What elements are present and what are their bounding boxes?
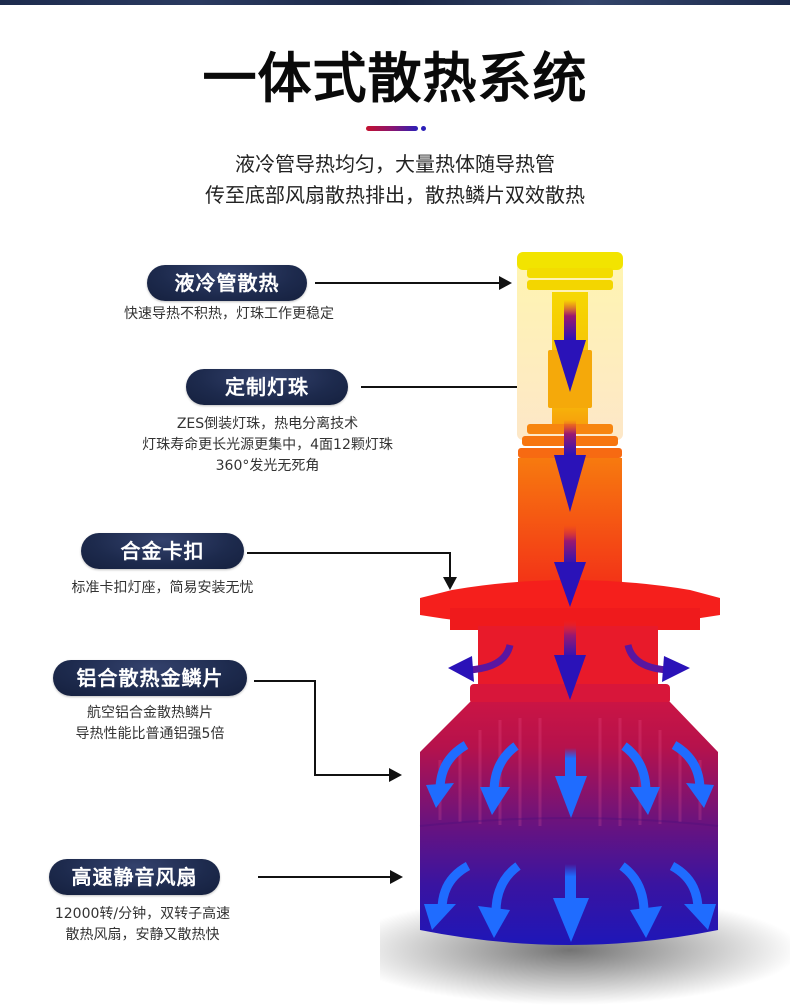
- airflow-arrow-icon: [555, 748, 587, 818]
- airflow-arrow-icon: [621, 742, 660, 815]
- top-banner-strip: [0, 0, 790, 5]
- subtitle-line-1: 液冷管导热均匀，大量热体随导热管: [235, 152, 555, 176]
- airflow-arrow-icon: [619, 862, 662, 938]
- feature-label-pill: 高速静音风扇: [49, 859, 220, 895]
- feature-desc: 12000转/分钟，双转子高速: [54, 906, 231, 922]
- heat-flow-arrow-icon: [554, 525, 586, 607]
- heat-flow-arrow-icon: [624, 643, 690, 682]
- callout-arrow-icon: [443, 577, 457, 590]
- heat-flow-arrow-icon: [554, 300, 586, 392]
- feature-desc: 快速导热不积热，灯珠工作更稳定: [124, 306, 334, 322]
- callout-line: [314, 680, 316, 775]
- feature-desc: 360°发光无死角: [215, 458, 320, 474]
- callout-line: [247, 552, 450, 554]
- callout-line: [361, 386, 536, 388]
- callout-line: [314, 774, 390, 776]
- page-title: 一体式散热系统: [202, 47, 588, 110]
- callout-line: [315, 282, 500, 284]
- feature-label-pill: 合金卡扣: [81, 533, 244, 569]
- feature-label-pill: 液冷管散热: [147, 265, 307, 301]
- airflow-arrow-icon: [480, 742, 519, 815]
- title-underline-dot: [421, 126, 426, 131]
- heat-flow-arrow-icon: [448, 643, 514, 682]
- feature-label-pill: 定制灯珠: [186, 369, 348, 405]
- callout-arrow-icon: [499, 276, 512, 290]
- airflow-arrow-icon: [426, 741, 469, 808]
- feature-label-pill: 铝合散热金鳞片: [53, 660, 247, 696]
- feature-desc: ZES倒装灯珠，热电分离技术: [176, 416, 359, 432]
- subtitle-line-2: 传至底部风扇散热排出，散热鳞片双效散热: [205, 183, 585, 207]
- callout-line: [258, 876, 391, 878]
- heat-flow-arrow-icon: [554, 620, 586, 700]
- callout-arrow-icon: [390, 870, 403, 884]
- airflow-arrow-icon: [424, 862, 471, 930]
- feature-desc: 导热性能比普通铝强5倍: [75, 726, 225, 742]
- lens-cap: [517, 252, 623, 270]
- airflow-arrow-icon: [478, 862, 521, 938]
- callout-line: [254, 680, 315, 682]
- feature-desc: 散热风扇，安静又散热快: [65, 927, 220, 943]
- callout-arrow-icon: [389, 768, 402, 782]
- feature-desc: 灯珠寿命更长光源更集中，4面12颗灯珠: [142, 437, 393, 453]
- airflow-arrow-icon: [553, 864, 589, 942]
- airflow-arrow-icon: [669, 862, 716, 930]
- callout-line: [449, 552, 451, 578]
- heat-sink-fins: [438, 718, 702, 826]
- airflow-arrow-icon: [671, 741, 714, 808]
- bulb-illustration: [380, 252, 790, 1005]
- title-underline-decoration: [366, 126, 418, 131]
- heat-flow-arrow-icon: [554, 420, 586, 512]
- feature-desc: 标准卡扣灯座，简易安装无忧: [71, 580, 254, 596]
- feature-desc: 航空铝合金散热鳞片: [87, 705, 213, 721]
